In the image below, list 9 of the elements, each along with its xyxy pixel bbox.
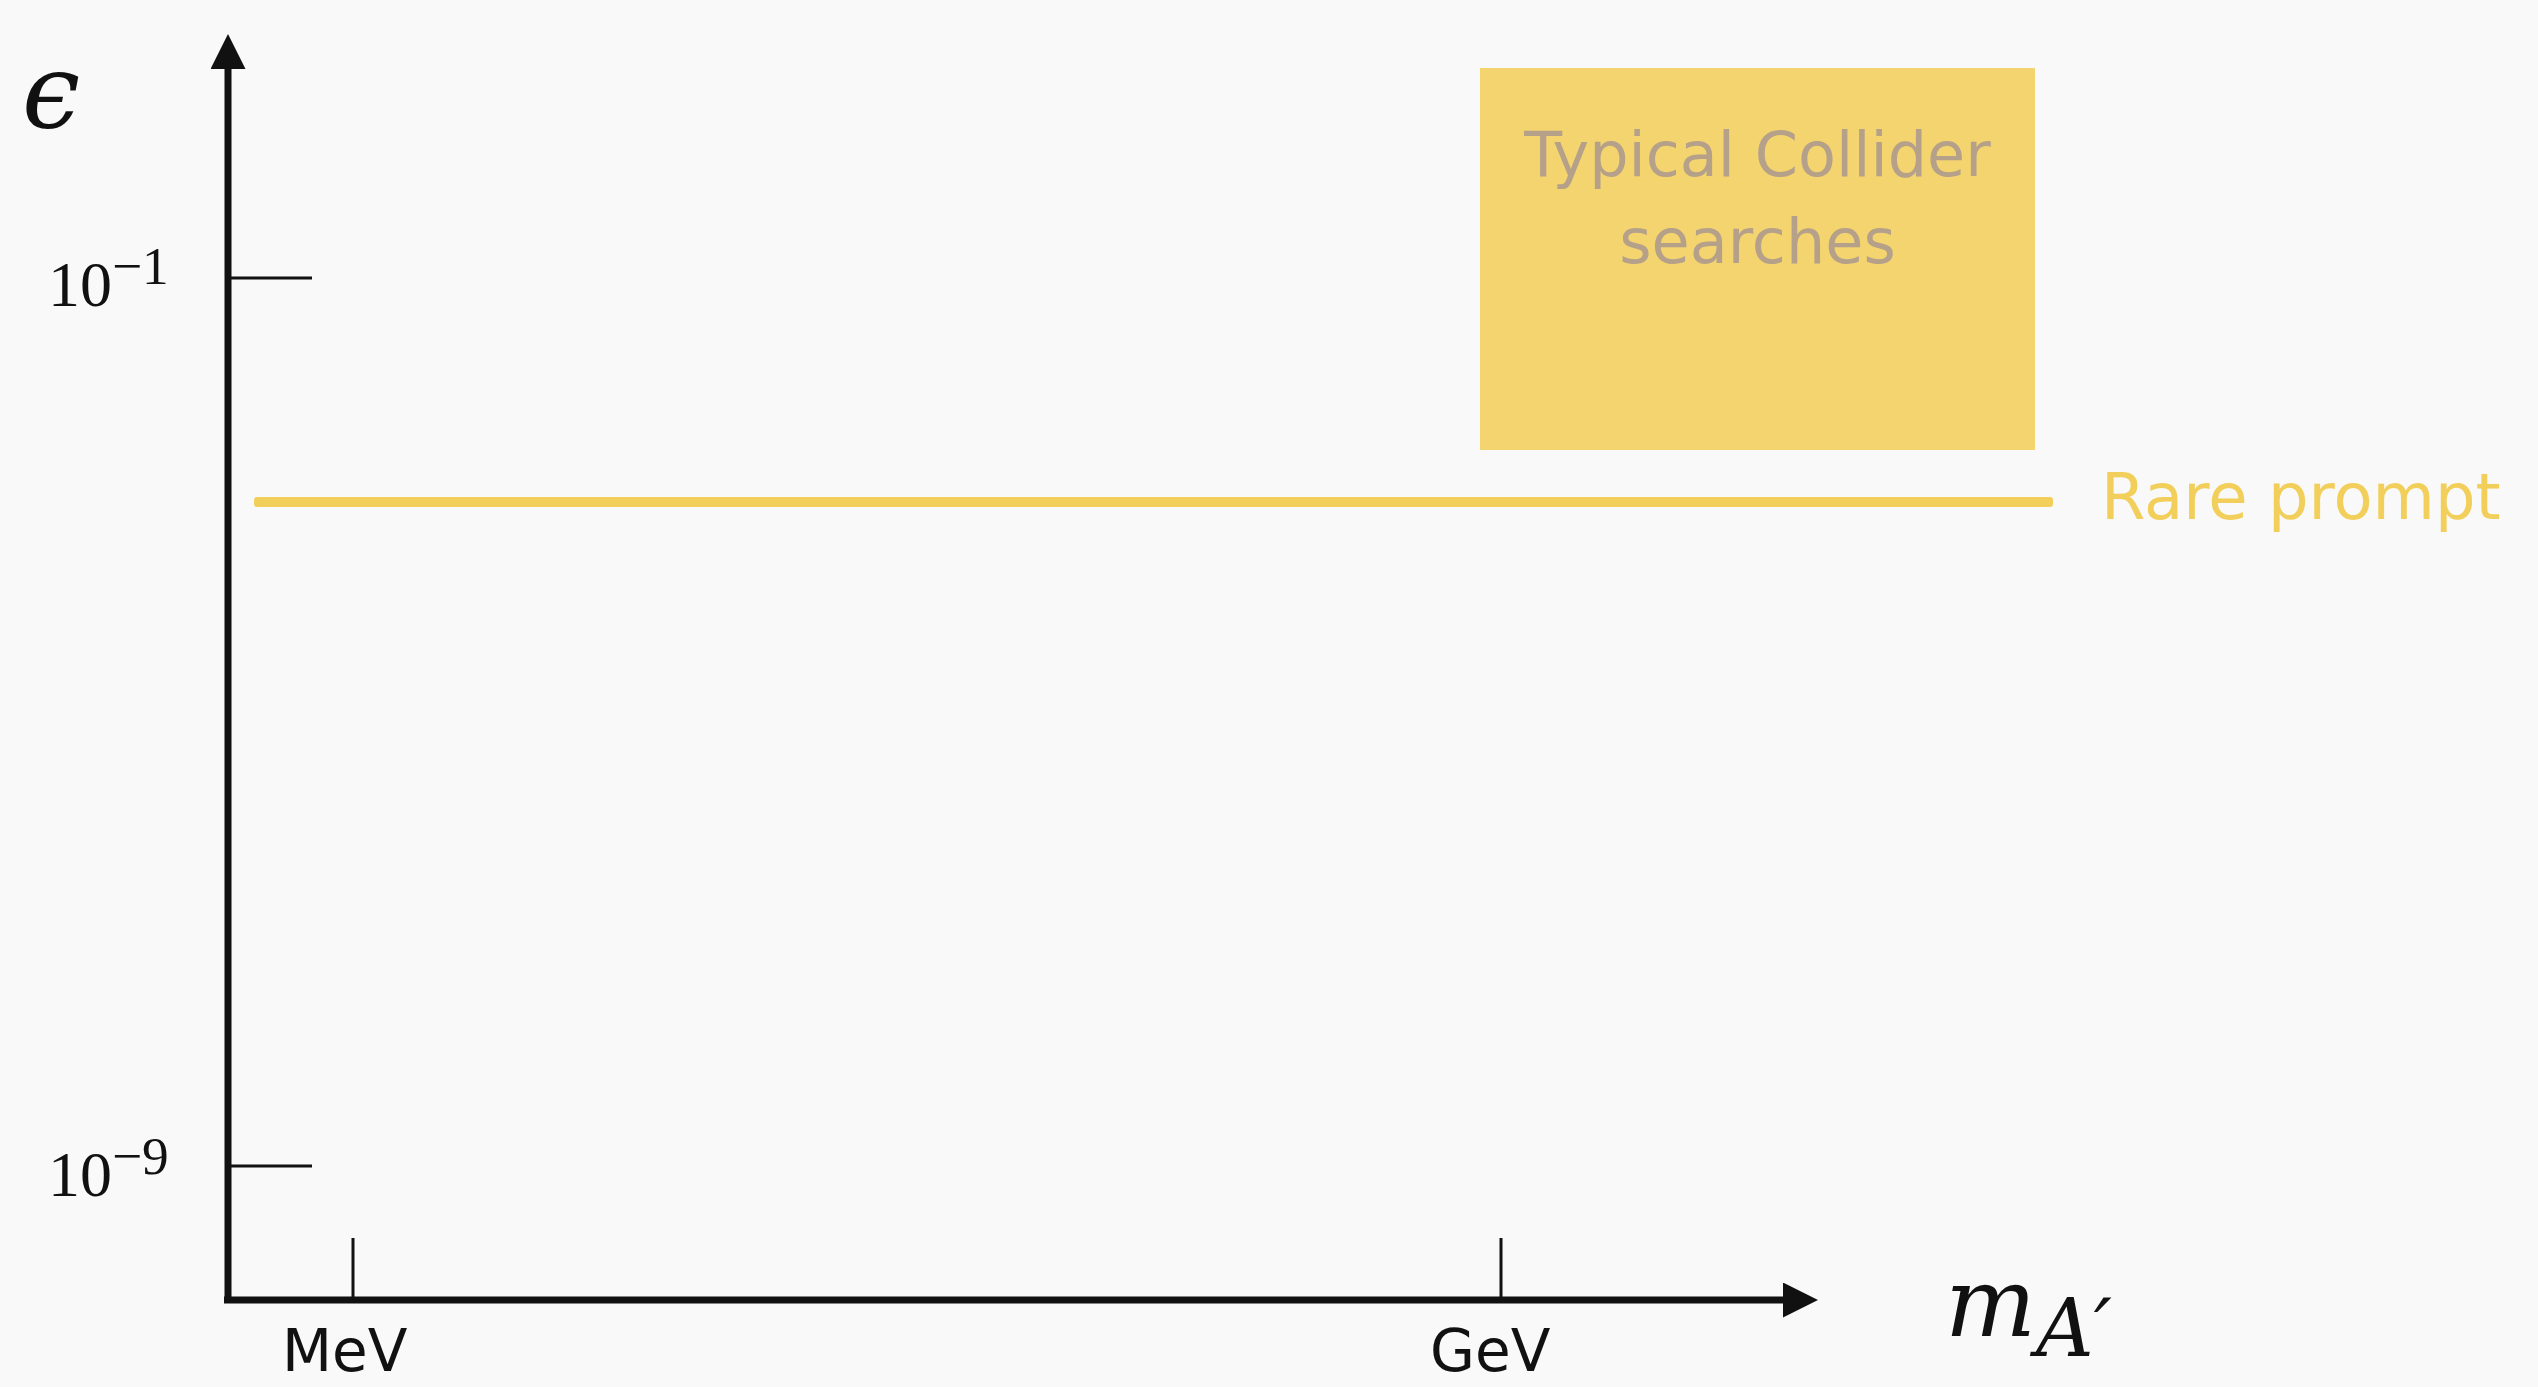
region-box <box>1480 68 2035 450</box>
tick-label: 10$^{−1}$ <box>48 240 169 318</box>
region-label: Typical Collider searches <box>1523 117 1992 280</box>
band-line <box>254 497 2053 507</box>
axis-title: ϵ <box>22 40 81 144</box>
tick-label: GeV <box>1430 1322 1551 1380</box>
tick-label: MeV <box>282 1322 408 1380</box>
axis-title: m$_{A′}$ <box>1945 1255 2112 1370</box>
tick-label: 10$^{−9}$ <box>48 1130 169 1208</box>
